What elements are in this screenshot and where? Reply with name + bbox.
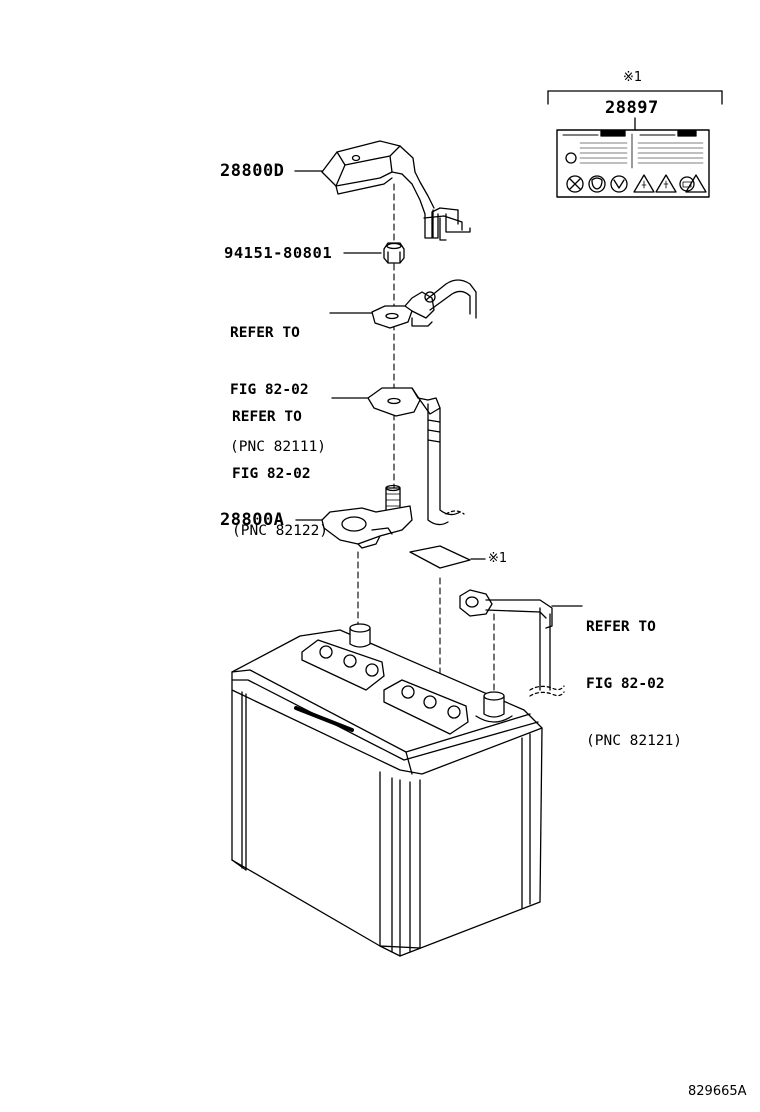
ref-line1: REFER TO [230, 325, 300, 341]
nut-icon [343, 242, 405, 264]
battery-icon [231, 623, 543, 957]
cable-terminal-82111-icon [329, 279, 477, 329]
ref-line1: REFER TO [232, 409, 302, 425]
part-number-28800d[interactable]: 28800D [220, 161, 285, 181]
part-number-28800a[interactable]: 28800A [220, 510, 285, 530]
ref-line1: REFER TO [586, 619, 656, 635]
ref-line3: (PNC 82122) [232, 523, 329, 539]
ref-line2: FIG 82-02 [230, 382, 309, 398]
ref-line3: (PNC 82121) [586, 733, 683, 749]
ref-line3: (PNC 82111) [230, 439, 327, 455]
ref-line2: FIG 82-02 [232, 466, 311, 482]
ref-82121[interactable]: REFER TO FIG 82-02 (PNC 82121) [586, 580, 682, 770]
note-mark-label: ※1 [623, 70, 643, 85]
ref-82111[interactable]: REFER TO FIG 82-02 (PNC 82111) [230, 286, 326, 476]
cable-terminal-82121-icon [459, 589, 583, 697]
ref-line2: FIG 82-02 [586, 676, 665, 692]
warning-label-icon [556, 129, 710, 198]
label-bracket [547, 90, 723, 131]
clamp-bolt-icon [295, 484, 413, 549]
ref-82122[interactable]: REFER TO FIG 82-02 (PNC 82122) [232, 370, 328, 560]
note-mark-sticker: ※1 [488, 551, 508, 566]
part-number-28897[interactable]: 28897 [605, 98, 659, 118]
figure-code: 829665A [688, 1084, 747, 1099]
small-sticker-icon [409, 545, 471, 569]
terminal-cover-icon [294, 140, 471, 241]
part-number-94151-80801[interactable]: 94151-80801 [224, 244, 333, 262]
cable-terminal-82122-icon [331, 387, 465, 526]
